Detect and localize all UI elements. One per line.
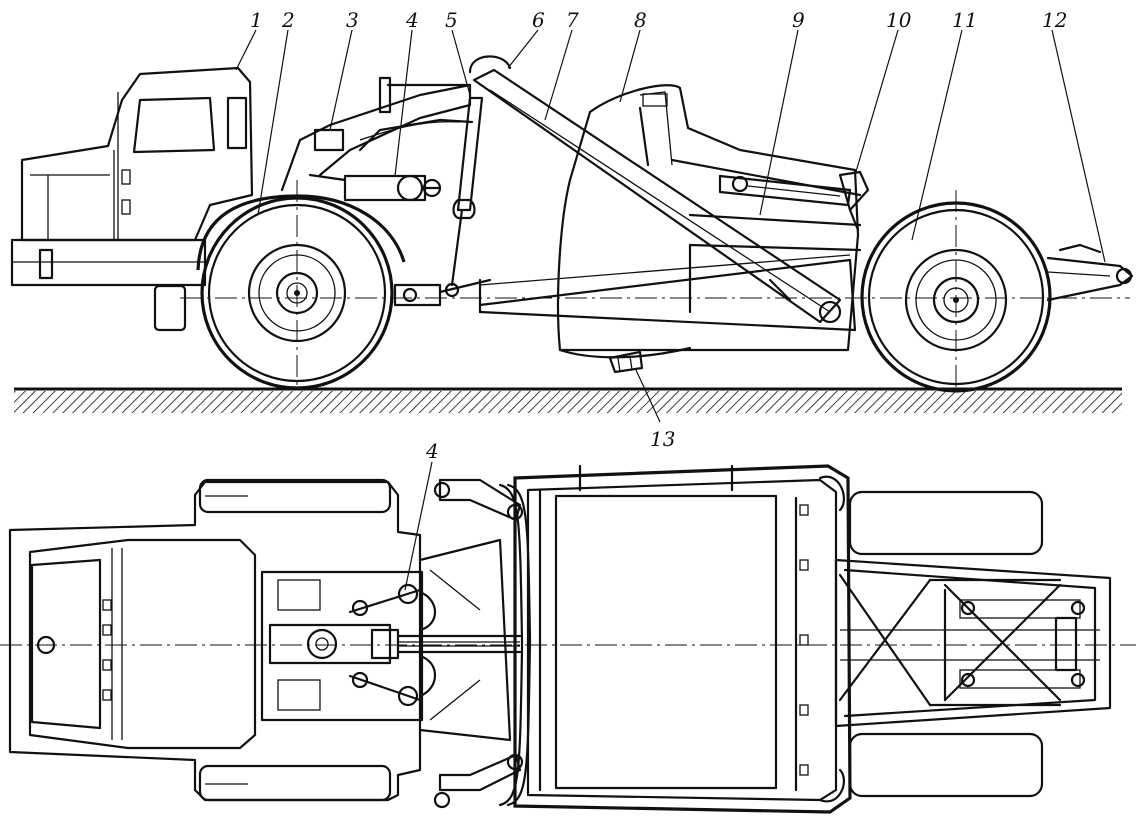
yoke-arm bbox=[468, 55, 842, 324]
callout-2: 2 bbox=[281, 8, 295, 32]
callout-1: 1 bbox=[250, 8, 263, 32]
side-view-leaders bbox=[235, 29, 1106, 423]
callout-10: 10 bbox=[886, 8, 912, 32]
plan-view: 4 bbox=[0, 439, 1136, 814]
callout-5: 5 bbox=[445, 8, 458, 32]
plan-bowl bbox=[433, 464, 852, 814]
callout-7: 7 bbox=[566, 8, 579, 32]
callout-6: 6 bbox=[532, 8, 545, 32]
hitch-and-hydraulics bbox=[280, 76, 492, 307]
ground-line bbox=[14, 387, 1122, 413]
rear-push-frame bbox=[1046, 243, 1134, 302]
tractor-wheel bbox=[196, 180, 406, 390]
callout-12: 12 bbox=[1042, 8, 1067, 32]
callout-9: 9 bbox=[792, 8, 805, 32]
side-view-callouts: 1 2 3 4 5 6 7 8 9 10 11 12 13 bbox=[250, 8, 1067, 451]
lift-cylinder bbox=[444, 96, 484, 298]
ejector-mechanism bbox=[718, 170, 870, 232]
tractor-cab bbox=[10, 66, 254, 332]
callout-11: 11 bbox=[952, 8, 977, 32]
callout-3: 3 bbox=[346, 8, 359, 32]
callout-8: 8 bbox=[634, 8, 647, 32]
side-view: 1 2 3 4 5 6 7 8 9 10 11 12 13 bbox=[10, 8, 1134, 451]
rear-wheel bbox=[860, 190, 1052, 393]
plan-tractor bbox=[8, 478, 422, 802]
callout-4: 4 bbox=[405, 8, 419, 32]
scraper-bowl bbox=[478, 84, 862, 374]
callout-13: 13 bbox=[650, 427, 675, 451]
plan-rear-frame bbox=[834, 490, 1112, 798]
callout-4-plan: 4 bbox=[425, 439, 439, 463]
plan-hitch bbox=[260, 461, 522, 742]
